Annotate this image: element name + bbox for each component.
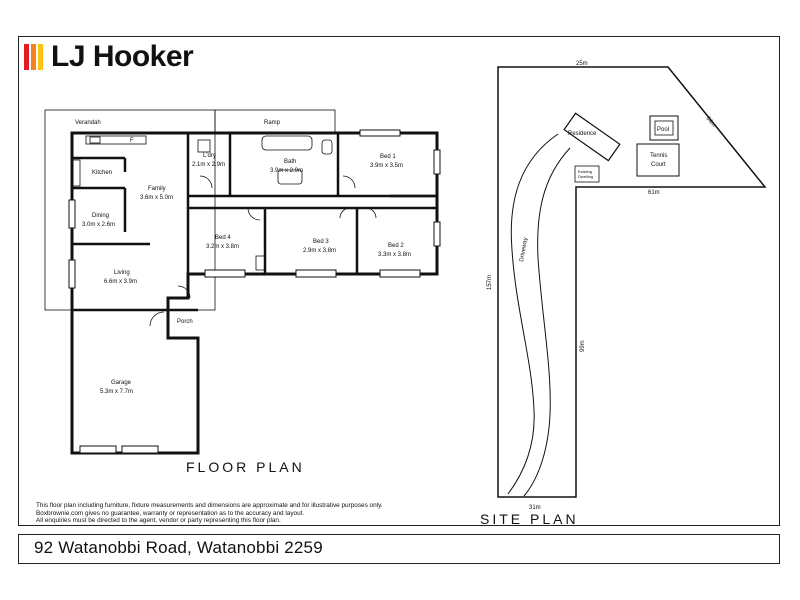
house-outline bbox=[70, 131, 439, 455]
bath-fixtures bbox=[197, 135, 333, 271]
site-dim-right: 99m bbox=[580, 340, 586, 352]
property-address: 92 Watanobbi Road, Watanobbi 2259 bbox=[34, 538, 323, 557]
label-bed3-dims: 2.9m x 3.8m bbox=[303, 248, 336, 254]
label-laundry-dims: 2.1m x 2.9m bbox=[192, 162, 225, 168]
logo-bar-red bbox=[24, 44, 29, 70]
disclaimer: This floor plan including furniture, fix… bbox=[36, 502, 456, 525]
label-bed1: Bed 1 bbox=[380, 154, 396, 160]
label-porch: Porch bbox=[177, 319, 193, 325]
site-dim-diagonal: 64m bbox=[704, 116, 716, 129]
label-bed1-dims: 3.9m x 3.5m bbox=[370, 163, 403, 169]
label-kitchen: Kitchen bbox=[92, 170, 112, 176]
kitchen-bench bbox=[71, 135, 147, 187]
floor-plan-title: FLOOR PLAN bbox=[186, 459, 305, 475]
label-bath: Bath bbox=[284, 159, 296, 165]
site-boundary bbox=[497, 66, 767, 498]
label-residence: Residence bbox=[568, 131, 597, 137]
site-plan-title: SITE PLAN bbox=[480, 511, 579, 527]
label-ramp: Ramp bbox=[264, 120, 281, 126]
label-dining: Dining bbox=[92, 213, 109, 219]
pool-outer bbox=[649, 115, 679, 141]
label-driveway: Driveway bbox=[519, 237, 529, 262]
interior-walls bbox=[72, 133, 437, 312]
label-pool: Pool bbox=[657, 127, 669, 133]
label-living-dims: 6.6m x 3.9m bbox=[104, 279, 137, 285]
logo-bar-orange bbox=[31, 44, 36, 70]
residence-shape bbox=[563, 112, 621, 162]
label-dwelling: Dwelling bbox=[578, 174, 593, 179]
label-tennis: Tennis bbox=[650, 153, 667, 159]
floor-plan-labels: Verandah Ramp F Kitchen Dining 3.0m x 2.… bbox=[75, 120, 411, 395]
label-bath-dims: 3.9m x 2.9m bbox=[270, 168, 303, 174]
disclaimer-line-1: This floor plan including furniture, fix… bbox=[36, 502, 383, 509]
pool-inner bbox=[654, 120, 674, 136]
label-verandah: Verandah bbox=[75, 120, 101, 126]
label-living: Living bbox=[114, 270, 130, 276]
label-garage: Garage bbox=[111, 380, 132, 386]
driveway-left-edge bbox=[507, 133, 559, 495]
site-dim-top: 25m bbox=[576, 61, 588, 67]
tennis-court-shape bbox=[636, 143, 680, 177]
label-existing: Existing bbox=[578, 169, 592, 174]
label-family-dims: 3.6m x 5.0m bbox=[140, 195, 173, 201]
site-dim-inner: 61m bbox=[648, 190, 660, 196]
label-bed4: Bed 4 bbox=[215, 235, 231, 241]
disclaimer-line-3: All enquiries must be directed to the ag… bbox=[36, 517, 281, 525]
address-frame bbox=[18, 534, 780, 564]
label-family: Family bbox=[148, 186, 166, 192]
label-bed3: Bed 3 bbox=[313, 239, 329, 245]
brand-name: LJ Hooker bbox=[51, 40, 194, 73]
site-plan-labels: 25m 64m 61m 157m 99m 31m Residence Pool … bbox=[487, 61, 716, 511]
label-bed2: Bed 2 bbox=[388, 243, 404, 249]
floor-plan bbox=[44, 109, 441, 455]
label-laundry: L'dry bbox=[203, 153, 216, 159]
site-plan bbox=[497, 66, 767, 498]
label-dining-dims: 3.0m x 2.6m bbox=[82, 222, 115, 228]
label-court: Court bbox=[651, 162, 666, 168]
label-fridge: F bbox=[130, 138, 134, 144]
windows bbox=[68, 129, 441, 454]
label-bed2-dims: 3.3m x 3.8m bbox=[378, 252, 411, 258]
existing-dwelling-shape bbox=[574, 165, 600, 183]
label-bed4-dims: 3.2m x 3.8m bbox=[206, 244, 239, 250]
site-dim-left: 157m bbox=[487, 275, 493, 290]
outer-frame bbox=[18, 36, 780, 526]
disclaimer-line-2: Boxbrownie.com gives no guarantee, warra… bbox=[36, 509, 305, 517]
driveway-right-edge bbox=[523, 147, 571, 497]
site-dim-bottom: 31m bbox=[529, 505, 541, 511]
label-garage-dims: 5.3m x 7.7m bbox=[100, 389, 133, 395]
door-swings bbox=[149, 175, 377, 327]
logo-bar-yellow bbox=[38, 44, 43, 70]
